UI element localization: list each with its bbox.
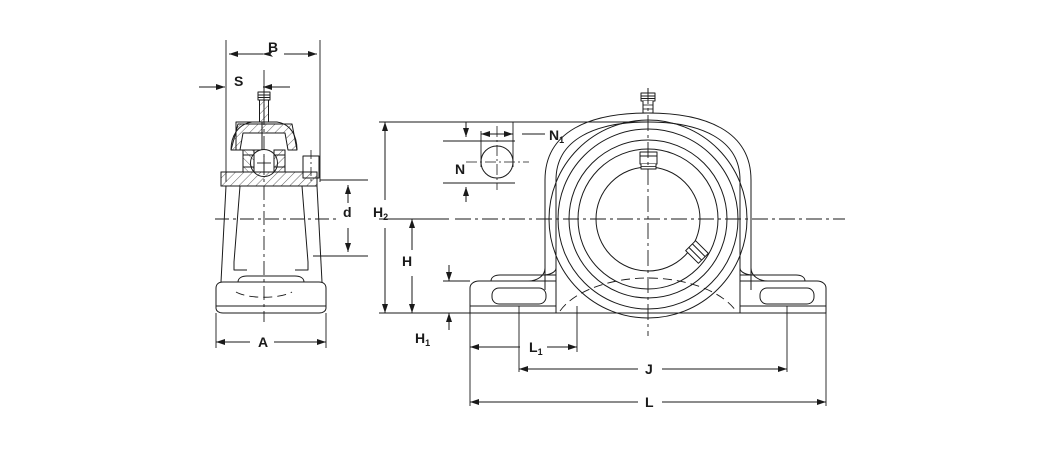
base-plate-section — [220, 171, 318, 187]
bolt-slot-detail — [443, 122, 529, 190]
dimension-N1 — [481, 131, 545, 137]
dimension-A — [215, 313, 327, 348]
dimension-H — [409, 219, 415, 313]
set-screw-top-front — [639, 151, 658, 170]
dimension-label-L1: L1 — [529, 339, 543, 357]
subscript-1: 1 — [425, 338, 431, 348]
dimension-label-B: B — [268, 39, 279, 55]
side-view-geometry — [215, 40, 336, 322]
dimension-label-N1: N1 — [549, 127, 565, 145]
subscript-1: 1 — [559, 135, 565, 145]
dimension-L1 — [470, 344, 577, 350]
dimension-label-L: L — [645, 394, 654, 410]
dimension-label-A: A — [258, 334, 269, 350]
subscript-1: 1 — [537, 347, 543, 357]
dimension-S — [199, 84, 290, 90]
dimension-d — [313, 179, 368, 257]
dimension-J — [519, 366, 787, 372]
dimension-label-d: d — [343, 204, 352, 220]
dimension-label-S: S — [234, 73, 244, 89]
pedestal-body — [220, 185, 323, 283]
hidden-arc-base — [559, 277, 737, 312]
subscript-2: 2 — [383, 212, 389, 222]
dimension-L — [470, 399, 826, 405]
dimension-H1 — [446, 265, 452, 330]
front-view-height-extension-lines — [379, 121, 648, 314]
dimension-label-N: N — [455, 161, 466, 177]
mounting-foot-right — [739, 274, 827, 314]
dimension-label-H2: H2 — [373, 204, 389, 222]
dimension-label-H1: H1 — [415, 330, 431, 348]
pedestal-base — [215, 275, 327, 314]
dimension-N — [463, 122, 469, 202]
dimension-H2 — [382, 122, 388, 313]
dimension-label-J: J — [645, 361, 653, 377]
front-view-geometry — [455, 88, 845, 336]
dimension-B — [229, 51, 317, 57]
dimension-label-H: H — [402, 253, 413, 269]
mounting-foot-left — [469, 274, 557, 314]
set-screw-angled-front — [685, 240, 709, 264]
front-view-length-extension-lines — [469, 306, 827, 406]
